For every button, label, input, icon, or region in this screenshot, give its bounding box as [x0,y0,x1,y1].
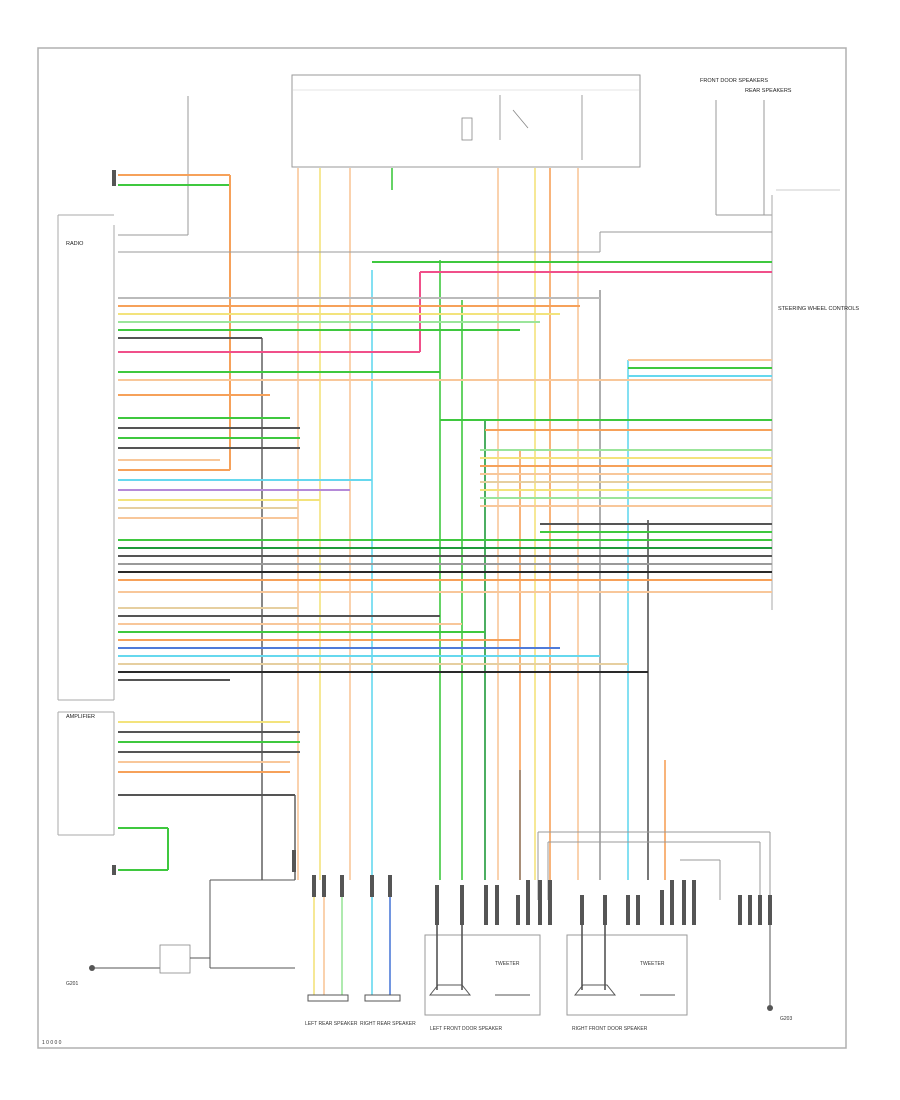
lower-drops [313,770,771,1005]
label-left-front-speaker: LEFT FRONT DOOR SPEAKER [430,1026,502,1032]
bottom-speaker-frames [424,831,771,1016]
label-right-front-speaker: RIGHT FRONT DOOR SPEAKER [572,1026,648,1032]
label-ground-left: G201 [66,981,78,987]
label-rear-speakers: REAR SPEAKERS [745,88,792,94]
speaker-symbols [307,984,675,1002]
label-right-rear-speaker: RIGHT REAR SPEAKER [360,1021,416,1027]
footer-code: 1 0 0 0 0 [42,1040,62,1046]
label-radio: RADIO [66,241,84,247]
label-left-tweeter: TWEETER [495,961,520,967]
label-left-rear-speaker: LEFT REAR SPEAKER [305,1021,358,1027]
radio-wires [118,174,772,880]
label-ground-right: G203 [780,1016,792,1022]
top-right-connectors [715,100,840,216]
amplifier-box [57,711,115,836]
diagram-frame [37,47,847,1049]
amplifier-wires [118,721,300,880]
ground-symbols [89,879,773,1011]
bottom-connectors [112,170,772,925]
label-amplifier: AMPLIFIER [66,714,95,720]
label-right-tweeter: TWEETER [640,961,665,967]
label-steering-controls: STEERING WHEEL CONTROLS [778,306,859,312]
fuse-block [291,74,641,168]
right-module-wires [480,359,772,533]
label-front-door-speakers: FRONT DOOR SPEAKERS [700,78,768,84]
radio-box [57,214,115,701]
left-top-connector [118,96,189,236]
